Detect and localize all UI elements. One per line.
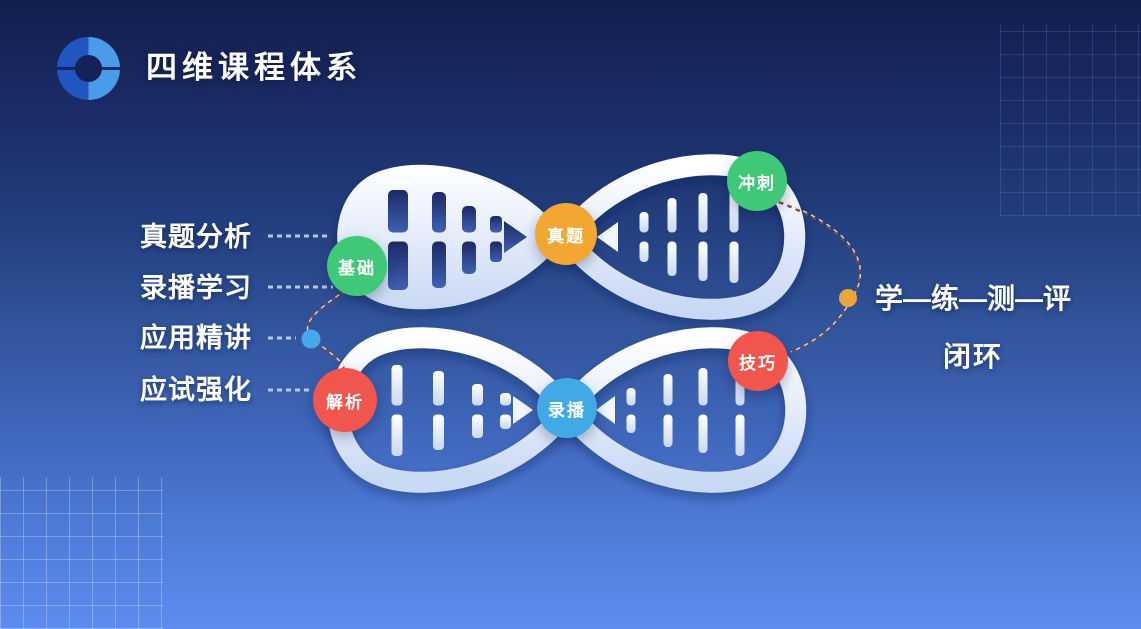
loop-steps-text: 学—练—测—评 <box>874 283 1071 314</box>
brand-ring-logo-icon <box>57 37 120 100</box>
blue-node-dot <box>301 329 321 349</box>
top-right-white-rungs <box>597 191 739 283</box>
arrow-left-icon <box>596 396 615 424</box>
top-left-dark-rungs <box>388 190 527 290</box>
left-label-zhenti-fenxi: 真题分析 <box>140 222 252 252</box>
bottom-right-white-rungs <box>596 365 745 456</box>
badge-jiqiao: 技巧 <box>728 331 788 391</box>
arrow-left-icon <box>597 222 618 252</box>
badge-lubo: 录播 <box>537 378 597 438</box>
arrow-right-icon <box>504 221 527 253</box>
badge-zhenti: 真题 <box>535 203 597 265</box>
left-label-yingshi-qianghua: 应试强化 <box>140 375 252 405</box>
bottom-left-white-rungs <box>391 365 533 456</box>
badge-chongci: 冲刺 <box>727 151 787 211</box>
left-label-yingyong-jingjiang: 应用精讲 <box>140 323 252 353</box>
badge-jichu: 基础 <box>327 236 387 296</box>
orange-node-dot <box>839 289 857 307</box>
left-label-lubo-xuexi: 录播学习 <box>140 273 252 303</box>
right-annotation: 学—练—测—评 闭环 <box>864 282 1082 374</box>
closed-loop-text: 闭环 <box>942 341 1003 372</box>
badge-jiexi: 解析 <box>313 368 377 432</box>
label-leader-lines <box>268 234 333 392</box>
page-title: 四维课程体系 <box>146 50 362 85</box>
logo-seam <box>57 67 120 70</box>
arrow-right-icon <box>513 396 533 424</box>
